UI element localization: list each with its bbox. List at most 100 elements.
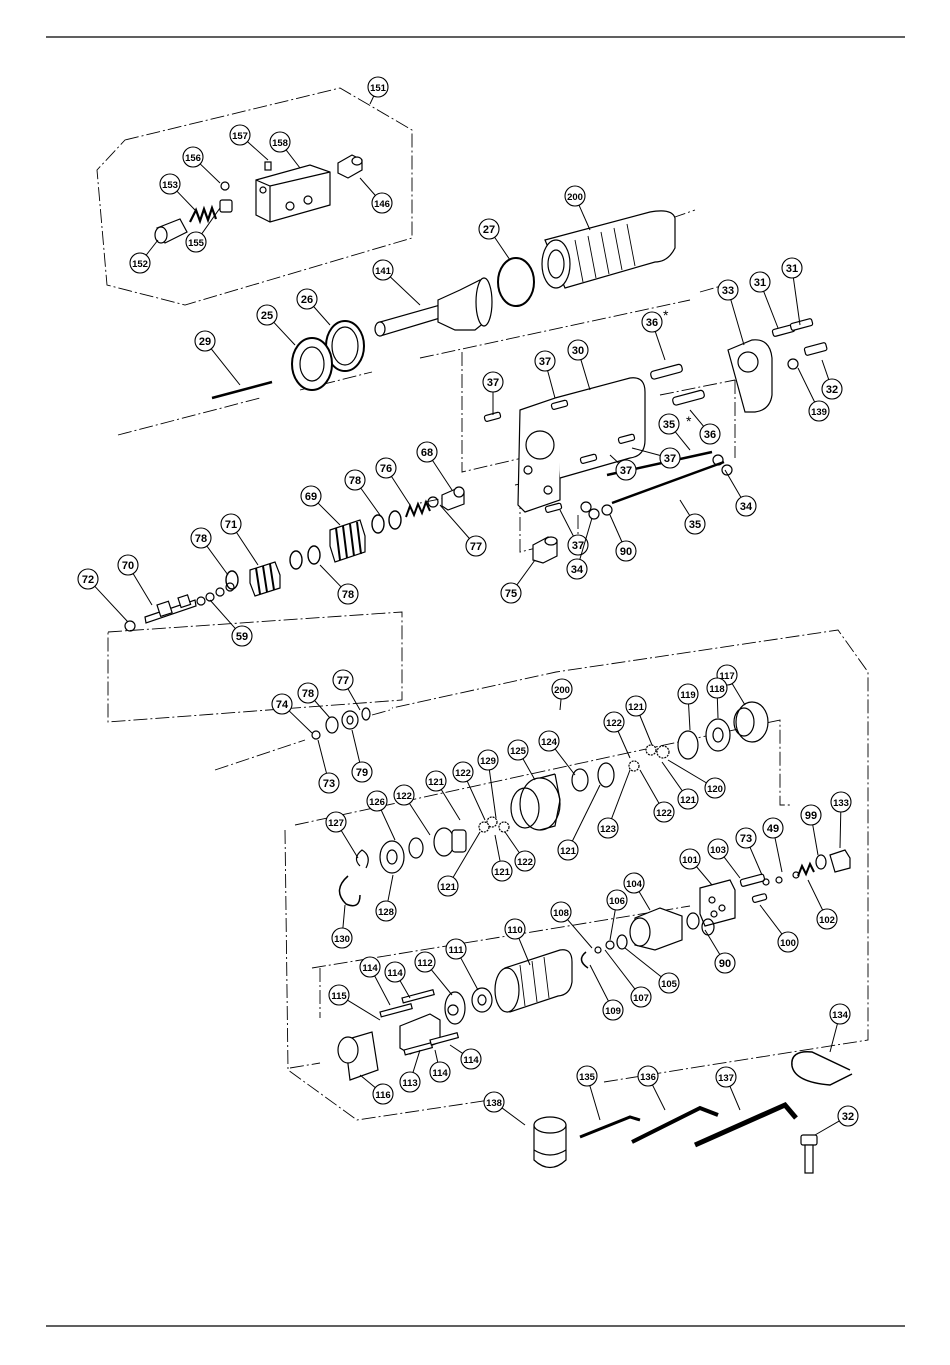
callout-leader: [559, 698, 562, 711]
callout-121: 121: [491, 834, 513, 882]
callout-leader: [812, 824, 819, 856]
callout-number: 117: [719, 671, 734, 682]
callout-number: 36: [646, 317, 658, 329]
callout-number: 134: [832, 1010, 849, 1021]
part-119-washer: [677, 730, 699, 760]
part-130-circlip: [338, 875, 361, 907]
callout-leader: [369, 95, 375, 105]
callout-circle: [296, 288, 318, 310]
callout-circle: [437, 875, 459, 897]
callout-78: 78: [190, 527, 229, 576]
callout-26: 26: [296, 288, 331, 326]
callout-circle: [800, 804, 822, 826]
callout-107: 107: [604, 949, 652, 1008]
part-69-sleeve: [329, 519, 366, 563]
callout-118: 118: [706, 677, 728, 719]
callout-circle: [425, 770, 447, 792]
callout-leader: [617, 730, 631, 759]
callout-number: 155: [188, 238, 205, 249]
callout-number: 26: [301, 294, 313, 306]
callout-leader: [579, 517, 593, 560]
callout-circle: [707, 838, 729, 860]
callout-circle: [445, 938, 467, 960]
callout-number: 109: [605, 1006, 621, 1017]
callout-25: 25: [256, 304, 296, 346]
callout-circle: [375, 457, 397, 479]
callout-leader: [247, 141, 269, 161]
callout-circle: [393, 784, 415, 806]
part-146-bush: [337, 154, 363, 179]
callout-circle: [715, 1066, 737, 1088]
callout-leader: [724, 469, 742, 498]
callout-number: 31: [754, 277, 766, 289]
callout-leader: [440, 789, 461, 821]
callout-leader: [639, 715, 653, 746]
callout-number: 29: [199, 336, 211, 348]
callout-34: 34: [724, 469, 757, 517]
callout-number: 76: [380, 463, 392, 475]
callout-number: 127: [328, 818, 344, 829]
callout-leader: [430, 969, 453, 996]
callout-leader: [313, 306, 331, 326]
callout-153: 153: [159, 173, 196, 211]
callout-layer: 1511571581561531461551522002714126252931…: [77, 76, 859, 1136]
axis-main-upper: [117, 281, 736, 436]
callout-119: 119: [677, 683, 699, 731]
callout-leader: [522, 758, 536, 781]
callout-leader: [360, 487, 381, 516]
callout-77: 77: [439, 504, 487, 557]
callout-circle: [749, 271, 771, 293]
callout-number: 101: [682, 855, 699, 866]
callout-leader: [409, 803, 431, 836]
callout-number: 77: [470, 541, 482, 553]
part-77-oring-b: [361, 707, 371, 721]
callout-circle: [677, 683, 699, 705]
callout-115: 115: [328, 984, 381, 1021]
callout-leader: [347, 999, 381, 1021]
callout-circle: [297, 682, 319, 704]
callout-leader: [639, 769, 660, 804]
callout-127: 127: [325, 811, 359, 859]
callout-number: 25: [261, 310, 273, 322]
callout-number: 37: [664, 453, 676, 465]
part-70-valve-stem: [144, 594, 197, 624]
part-102-spring: [797, 861, 815, 877]
callout-152: 152: [129, 239, 159, 274]
callout-59: 59: [209, 599, 253, 647]
part-59-orings: [196, 582, 235, 606]
callout-circle: [351, 761, 373, 783]
callout-114: 114: [359, 956, 391, 1006]
callout-number: 118: [709, 684, 724, 695]
callout-number: 158: [272, 138, 288, 149]
callout-circle: [677, 788, 699, 810]
callout-number: 141: [375, 266, 392, 277]
callout-leader: [389, 276, 421, 306]
callout-circle: [229, 124, 251, 146]
callout-leader: [774, 837, 783, 873]
callout-leader: [314, 700, 331, 719]
callout-leader: [571, 784, 601, 842]
part-37-pins: [483, 399, 636, 513]
callout-114: 114: [429, 1049, 451, 1083]
callout-leader: [580, 359, 591, 391]
callout-200: 200: [564, 185, 591, 231]
part-152-knob: [154, 218, 188, 244]
callout-leader: [631, 447, 661, 456]
part-155-plug: [219, 199, 233, 213]
callout-27: 27: [478, 218, 511, 261]
callout-leader: [387, 874, 394, 902]
callout-number: 34: [740, 501, 753, 513]
callout-number: 105: [661, 979, 678, 990]
boundary-200: [284, 629, 869, 1121]
callout-leader: [94, 585, 129, 623]
part-116-sleeve: [337, 1031, 379, 1081]
callout-circle: [300, 485, 322, 507]
callout-circle: [129, 252, 151, 274]
callout-leader: [547, 370, 556, 399]
callout-136: 136: [637, 1065, 666, 1111]
part-36-pins: [650, 363, 705, 406]
callout-37: 37: [559, 509, 589, 556]
callout-leader: [749, 846, 763, 876]
callout-number: 121: [494, 867, 511, 878]
callout-102: 102: [807, 879, 838, 930]
